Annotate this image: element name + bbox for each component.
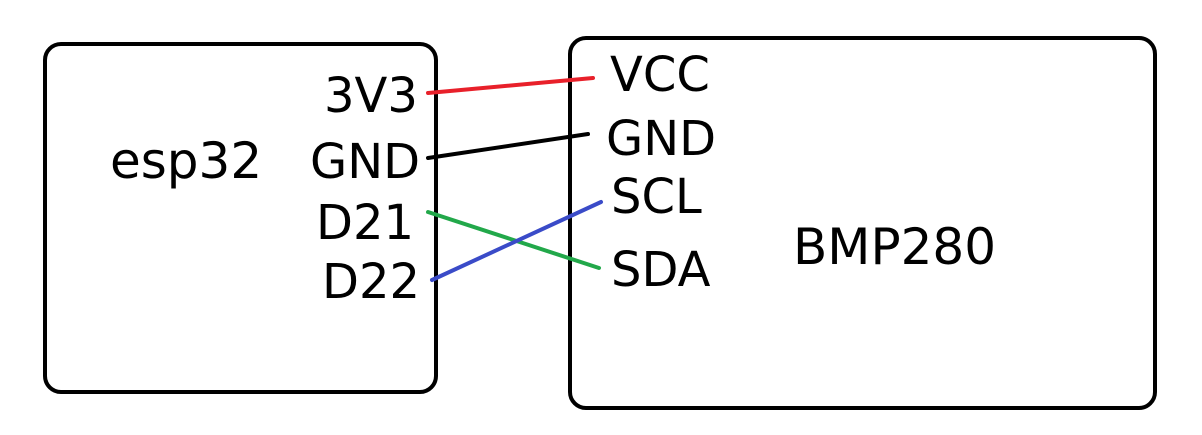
wire-d22-to-scl — [430, 200, 603, 282]
esp32-pin-d22: D22 — [322, 254, 421, 310]
bmp280-pin-gnd: GND — [606, 111, 717, 167]
wire-3v3-to-vcc — [426, 76, 595, 95]
wire-d21-to-sda — [426, 210, 601, 270]
bmp280-pin-vcc: VCC — [610, 47, 710, 103]
esp32-title: esp32 — [110, 132, 263, 190]
bmp280-pin-sda: SDA — [611, 242, 711, 298]
esp32-pin-d21: D21 — [316, 195, 415, 251]
bmp280-title: BMP280 — [793, 218, 997, 276]
esp32-pin-gnd: GND — [310, 134, 421, 190]
esp32-board — [43, 42, 438, 394]
bmp280-pin-scl: SCL — [611, 169, 702, 225]
bmp280-module — [568, 36, 1157, 410]
wire-gnd-to-gnd — [426, 132, 590, 160]
esp32-pin-3v3: 3V3 — [324, 68, 418, 124]
